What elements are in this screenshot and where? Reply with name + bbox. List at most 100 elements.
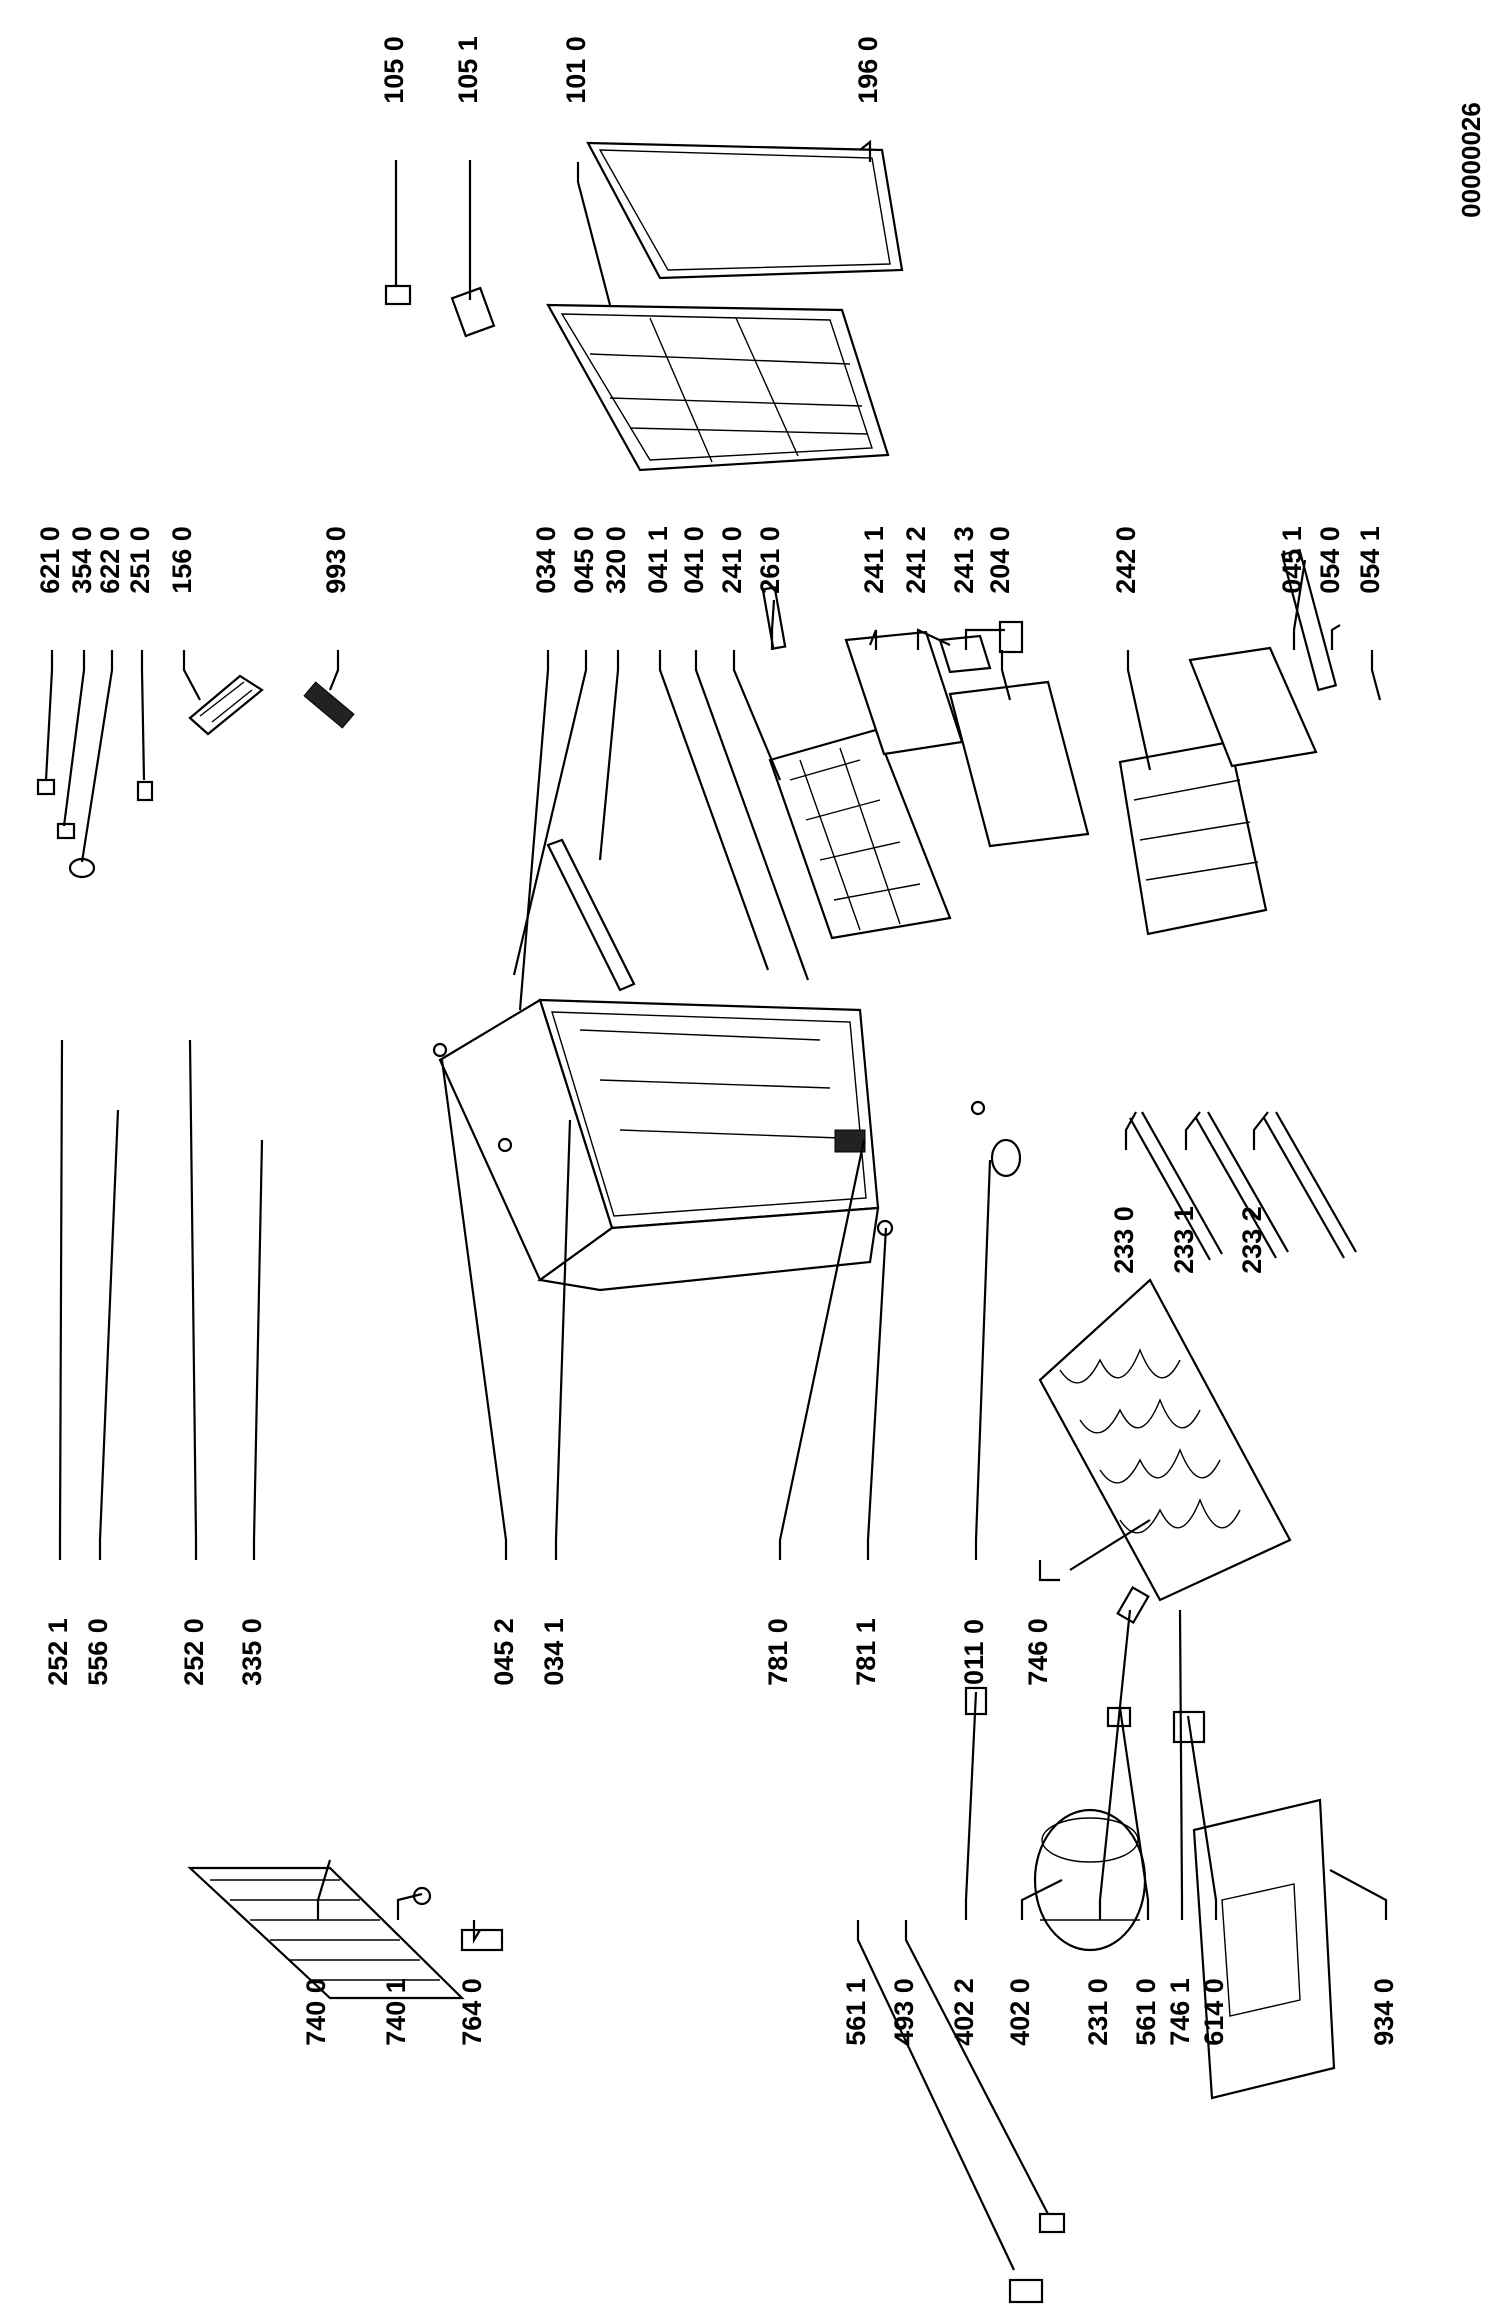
leader-line: [964, 1691, 978, 1920]
part-label: 045 2: [489, 1618, 519, 1686]
leader-line: [512, 650, 588, 976]
part-label: 204 0: [985, 526, 1015, 594]
part-label: 993 0: [321, 526, 351, 594]
leader-line: [904, 1920, 1049, 2215]
shelf-204-0-drawing: [948, 680, 1090, 848]
leader-line: [1184, 1111, 1201, 1150]
part-label: 241 1: [859, 526, 889, 594]
leader-line: [396, 1892, 423, 1920]
part-561-1-drawing: [1008, 2278, 1044, 2304]
part-label: 054 1: [1355, 526, 1385, 594]
leader-line: [1252, 1111, 1269, 1150]
small-parts-upper-drawing: [36, 674, 355, 879]
part-label: 054 0: [1315, 526, 1345, 594]
leader-line: [188, 1039, 198, 1560]
part-label: 241 3: [949, 526, 979, 594]
leader-line: [316, 1859, 332, 1920]
document-id: 00000026: [1456, 102, 1486, 218]
part-label: 781 1: [851, 1618, 881, 1686]
leader-line: [916, 628, 951, 650]
compressor-drawing: [1033, 1808, 1147, 1952]
shelves-233-drawing: [1129, 1111, 1357, 1261]
part-label: 241 0: [717, 526, 747, 594]
part-label: 402 2: [949, 1978, 979, 2046]
leader-line: [472, 1920, 481, 1944]
part-241-3-drawing: [998, 620, 1024, 654]
part-105-1-drawing: [450, 286, 496, 338]
leader-line: [554, 1119, 572, 1560]
part-label: 746 1: [1165, 1978, 1195, 2046]
part-label: 561 0: [1131, 1978, 1161, 2046]
leader-line: [1124, 1111, 1137, 1150]
thermostat-drawing: [990, 1138, 1022, 1178]
leader-line: [1186, 1715, 1218, 1920]
base-plate-drawing: [1192, 1798, 1336, 2100]
handle-054-0-drawing: [1280, 548, 1338, 692]
leader-line: [770, 599, 776, 650]
part-261-0-drawing: [761, 586, 787, 650]
leader-line: [1178, 1609, 1184, 1920]
leader-line: [80, 650, 114, 863]
part-label: 740 1: [381, 1978, 411, 2046]
part-label: 354 0: [67, 526, 97, 594]
part-label: 252 0: [179, 1618, 209, 1686]
part-label: 320 0: [601, 526, 631, 594]
part-label: 621 0: [35, 526, 65, 594]
part-label: 402 0: [1005, 1978, 1035, 2046]
leader-line: [252, 1139, 264, 1560]
part-label: 045 0: [569, 526, 599, 594]
leader-line: [1038, 1560, 1060, 1582]
leader-line: [1000, 650, 1012, 701]
leader-line: [1330, 624, 1341, 650]
leader-line: [440, 1059, 508, 1560]
part-231-0-drawing: [1116, 1586, 1150, 1624]
part-label: 614 0: [1199, 1978, 1229, 2046]
part-label: 242 0: [1111, 526, 1141, 594]
leader-line: [58, 1039, 64, 1560]
part-label: 196 0: [853, 36, 883, 104]
part-label: 241 2: [901, 526, 931, 594]
leader-line: [140, 650, 146, 781]
leader-line: [1329, 1869, 1388, 1920]
part-105-0-drawing: [384, 284, 412, 306]
part-label: 251 0: [125, 526, 155, 594]
part-label: 034 1: [539, 1618, 569, 1686]
leader-line: [868, 629, 878, 650]
part-label: 233 0: [1109, 1206, 1139, 1274]
part-label: 101 0: [561, 36, 591, 104]
part-label: 233 2: [1237, 1206, 1267, 1274]
leader-line: [1098, 1609, 1132, 1920]
leader-line: [732, 650, 782, 781]
leader-line: [856, 1920, 1015, 2271]
leader-line: [1126, 650, 1152, 771]
part-label: 934 0: [1369, 1978, 1399, 2046]
leader-line: [859, 139, 872, 162]
leader-line: [1020, 1879, 1063, 1920]
cabinet-drawing: [432, 998, 894, 1292]
leader-line: [694, 650, 810, 981]
part-label: 105 0: [379, 36, 409, 104]
part-label: 493 0: [889, 1978, 919, 2046]
part-label: 261 0: [755, 526, 785, 594]
leader-line: [658, 650, 770, 971]
leader-line: [1118, 1707, 1150, 1920]
part-label: 034 0: [531, 526, 561, 594]
part-label: 764 0: [457, 1978, 487, 2046]
leader-line: [576, 162, 612, 306]
door-drawing: [546, 303, 890, 472]
part-label: 045 1: [1277, 526, 1307, 594]
cover-242-drawing: [1188, 646, 1318, 768]
leader-line: [182, 650, 201, 701]
condenser-740-drawing: [187, 1866, 465, 2000]
basket-241-drawing: [768, 728, 952, 940]
part-label: 233 1: [1169, 1206, 1199, 1274]
part-label: 105 1: [453, 36, 483, 104]
part-011-0-drawing: [970, 1100, 986, 1116]
leader-line: [98, 1109, 120, 1560]
part-label: 781 0: [763, 1618, 793, 1686]
part-label: 156 0: [167, 526, 197, 594]
leader-line: [44, 650, 54, 781]
part-label: 561 1: [841, 1978, 871, 2046]
